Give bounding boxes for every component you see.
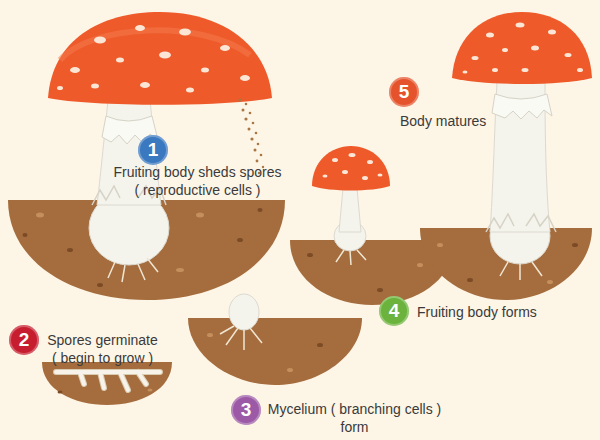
mushroom-mature [48, 12, 272, 282]
step-circle: 3Mycelium ( branching cells ) form [231, 395, 261, 425]
hyphae [56, 372, 160, 390]
step-description: Mycelium ( branching cells ) form [262, 400, 447, 436]
step-circle: 1Fruiting body sheds spores ( reproducti… [138, 135, 168, 165]
step-description: Body matures [400, 112, 520, 130]
step-number: 4 [379, 296, 409, 326]
step-circle: 2Spores germinate ( begin to grow ) [9, 325, 39, 355]
step-number: 5 [389, 77, 419, 107]
step-circle: 5Body matures [389, 77, 419, 107]
mushroom-young [312, 146, 390, 265]
mushroom-button [220, 294, 262, 350]
step-number: 3 [231, 395, 261, 425]
falling-spores [238, 98, 264, 174]
step-number: 1 [138, 135, 168, 165]
step-circle: 4Fruiting body forms [379, 296, 409, 326]
soil-patch [42, 362, 172, 405]
step-number: 2 [9, 325, 39, 355]
step-description: Fruiting body forms [417, 303, 587, 321]
mushroom-mature [452, 12, 592, 280]
step-description: Spores germinate ( begin to grow ) [45, 331, 160, 367]
step-description: Fruiting body sheds spores ( reproductiv… [110, 163, 285, 199]
soil-patch [188, 318, 362, 385]
